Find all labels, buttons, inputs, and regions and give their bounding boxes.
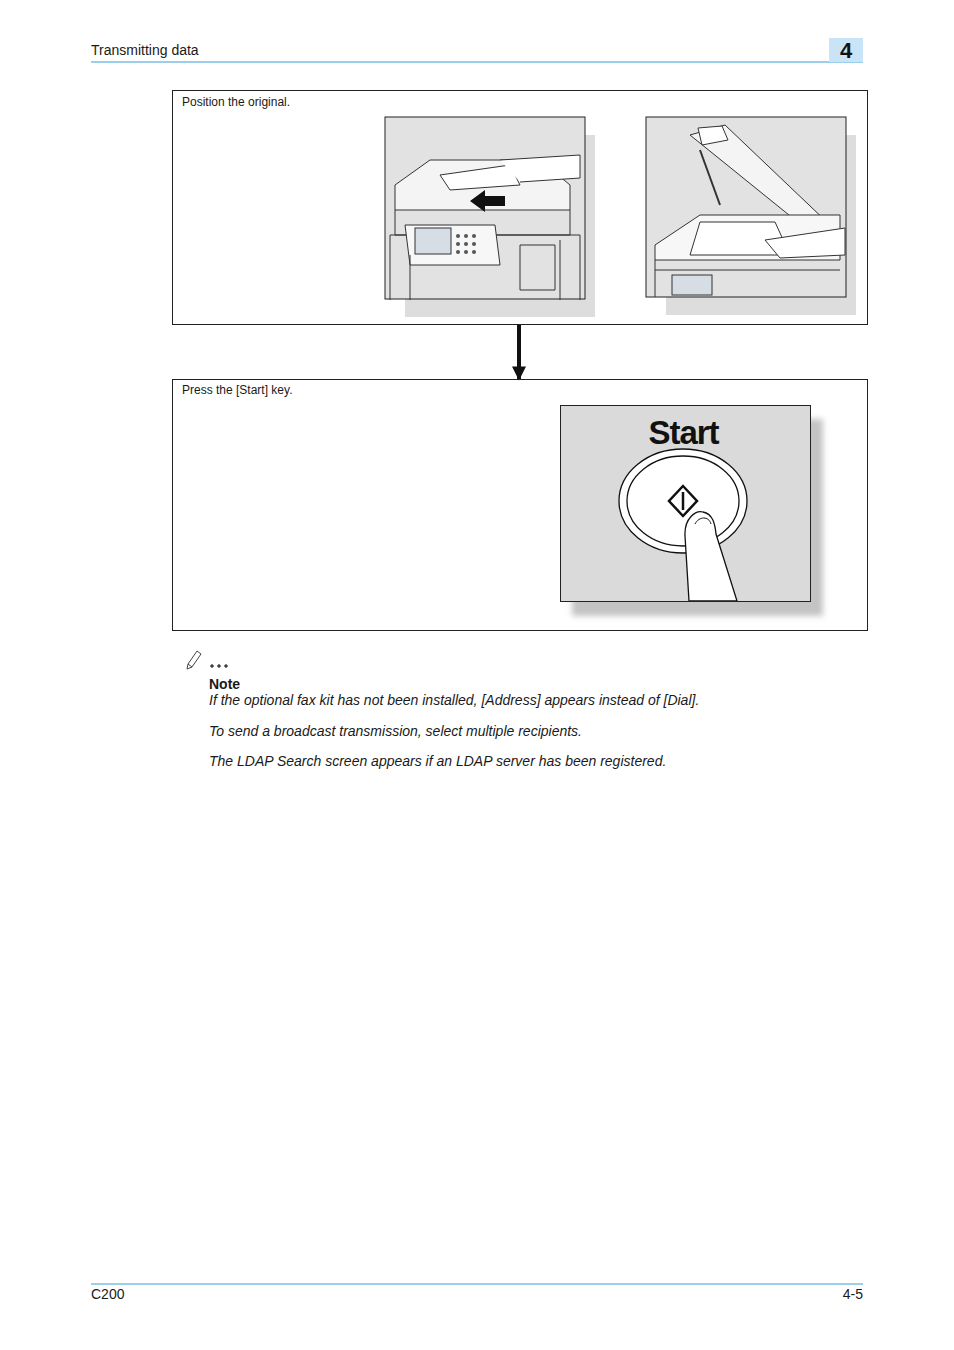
node-text: Press the [Start] key. <box>182 383 292 397</box>
start-key-illustration: Start <box>560 405 811 602</box>
header-rule <box>91 62 863 63</box>
model-name: C200 <box>91 1286 124 1302</box>
page-number: 4-5 <box>843 1286 863 1302</box>
step-box: Press the [Start] key. Start <box>172 379 868 631</box>
node-text: Position the original. <box>182 95 290 109</box>
note-text: To send a broadcast transmission, select… <box>209 723 582 739</box>
footer-rule <box>91 1284 863 1285</box>
note-heading: Note <box>209 676 240 692</box>
running-header: Transmitting data <box>91 42 199 58</box>
flow-arrow <box>517 325 521 379</box>
adf-illustration <box>385 117 595 317</box>
note-text: The LDAP Search screen appears if an LDA… <box>209 753 666 769</box>
platen-illustration <box>646 117 856 315</box>
node-text: 4 <box>829 38 863 64</box>
note-text: If the optional fax kit has not been ins… <box>209 692 699 708</box>
node-text: Start <box>561 414 806 452</box>
chapter-tab: 4 <box>829 38 863 62</box>
note-icon <box>187 651 227 669</box>
step-box: Position the original. <box>172 90 868 325</box>
